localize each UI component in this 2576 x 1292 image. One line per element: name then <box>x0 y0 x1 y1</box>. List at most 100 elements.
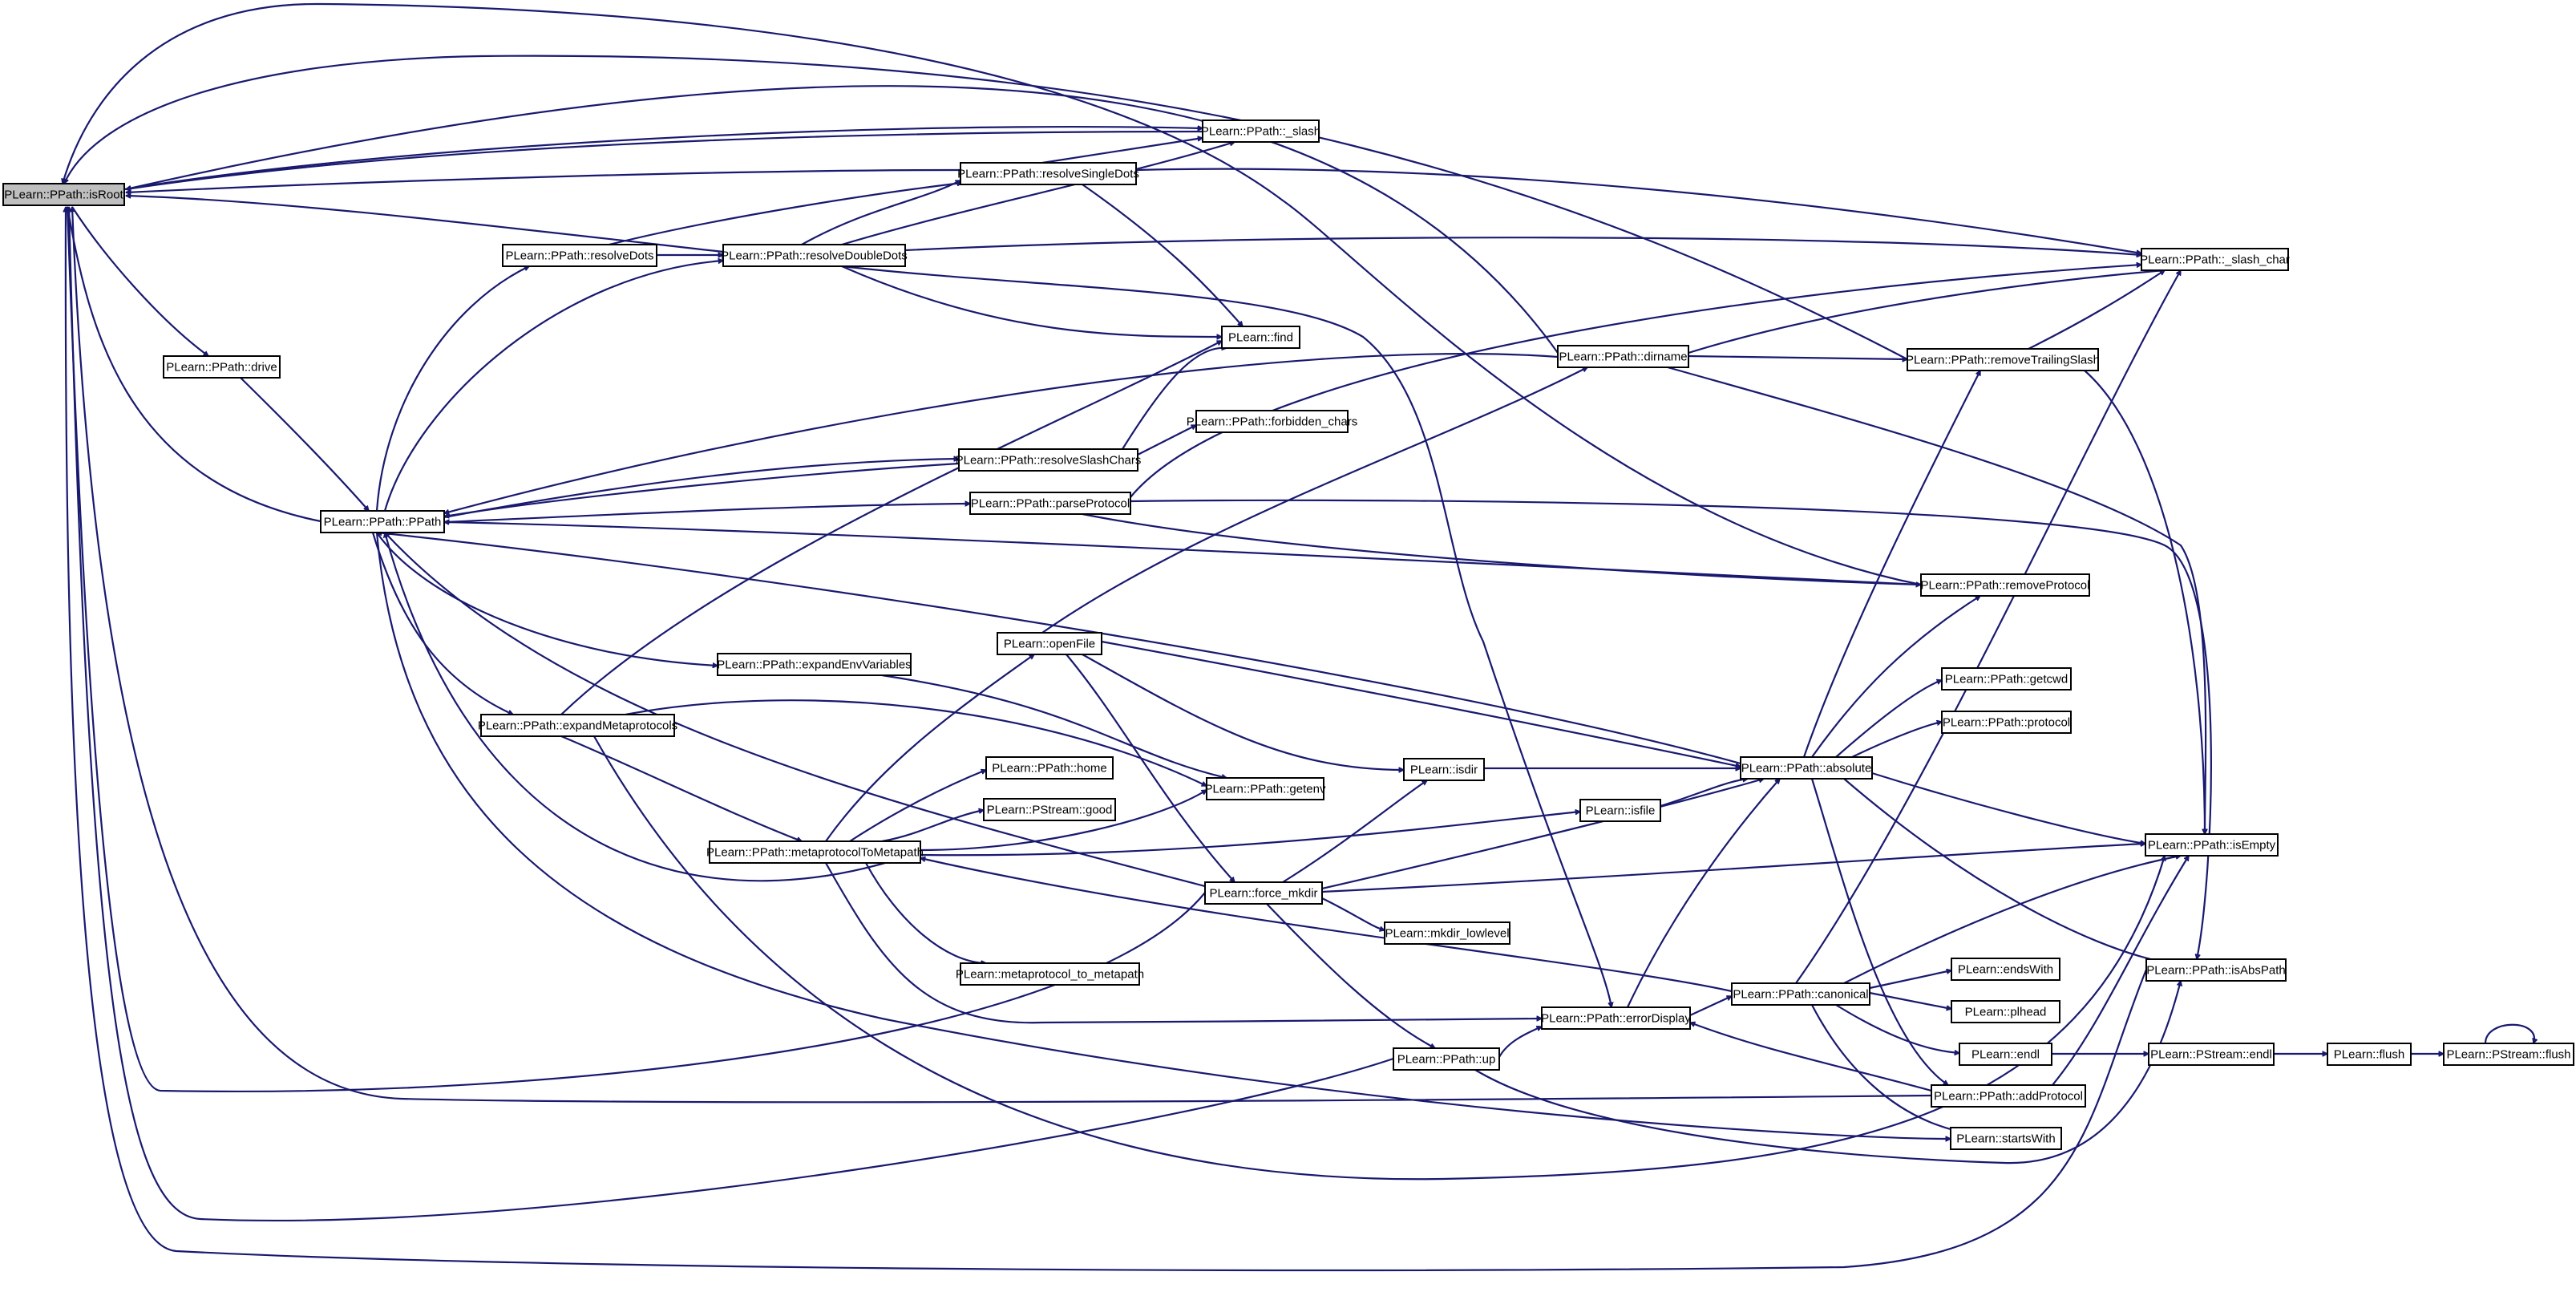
call-edge <box>66 207 2148 1272</box>
node-metaprotocol-to-metapath[interactable]: PLearn::metaprotocol_to_metapath <box>956 962 1144 986</box>
node-isfile[interactable]: PLearn::isfile <box>1579 799 1661 822</box>
node-isabspath[interactable]: PLearn::PPath::isAbsPath <box>2145 958 2287 982</box>
node-label: PLearn::PPath::removeTrailingSlash <box>1906 353 2100 367</box>
call-edge <box>63 55 1908 360</box>
node-label: PLearn::PStream::good <box>987 803 1113 816</box>
node-label: PLearn::PPath::dirname <box>1559 350 1687 363</box>
call-edge <box>72 207 1932 1104</box>
node-box <box>722 244 906 267</box>
node-addprotocol[interactable]: PLearn::PPath::addProtocol <box>1931 1084 2086 1108</box>
node-canonical[interactable]: PLearn::PPath::canonical <box>1731 982 1870 1006</box>
node-expandenvvariables[interactable]: PLearn::PPath::expandEnvVariables <box>717 653 912 676</box>
call-edge <box>1135 168 2141 253</box>
call-edge <box>2028 269 2165 350</box>
node-endswith[interactable]: PLearn::endsWith <box>1951 958 2060 981</box>
node-slash[interactable]: PLearn::PPath::_slash <box>1201 119 1320 143</box>
node-isroot[interactable]: PLearn::PPath::isRoot <box>2 183 125 206</box>
node-mkdir-lowlevel[interactable]: PLearn::mkdir_lowlevel <box>1384 921 1510 945</box>
call-edge <box>825 654 1034 842</box>
node-removeprotocol[interactable]: PLearn::PPath::removeProtocol <box>1920 573 2090 597</box>
node-resolvedoubledots[interactable]: PLearn::PPath::resolveDoubleDots <box>721 244 908 267</box>
node-box <box>1206 777 1324 800</box>
call-edge <box>126 85 1559 354</box>
call-edge <box>376 532 718 666</box>
call-edge <box>1843 856 2181 984</box>
call-edge <box>1851 722 1942 758</box>
node-label: PLearn::metaprotocol_to_metapath <box>956 967 1144 981</box>
node-resolveslashchars[interactable]: PLearn::PPath::resolveSlashChars <box>956 448 1142 472</box>
node-isempty[interactable]: PLearn::PPath::isEmpty <box>2145 833 2279 857</box>
node-absolute[interactable]: PLearn::PPath::absolute <box>1740 756 1873 780</box>
node-openfile[interactable]: PLearn::openFile <box>997 632 1102 655</box>
node-protocol[interactable]: PLearn::PPath::protocol <box>1941 711 2072 734</box>
call-edge <box>1660 779 1748 808</box>
node-isdir[interactable]: PLearn::isdir <box>1403 758 1485 781</box>
call-edge <box>375 265 529 512</box>
node-box <box>717 653 912 676</box>
call-edge <box>841 265 1222 337</box>
call-edge <box>126 130 1203 189</box>
node-parseprotocol[interactable]: PLearn::PPath::parseProtocol <box>969 492 1131 515</box>
call-edge <box>1041 138 1203 164</box>
node-dirname[interactable]: PLearn::PPath::dirname <box>1557 345 1689 368</box>
node-getcwd[interactable]: PLearn::PPath::getcwd <box>1941 667 2072 691</box>
node-label: PLearn::PPath::addProtocol <box>1934 1089 2083 1103</box>
call-edge <box>881 674 1227 778</box>
node-label: PLearn::PPath::protocol <box>1943 715 2070 729</box>
node-pstream-endl[interactable]: PLearn::PStream::endl <box>2148 1043 2275 1066</box>
node-box <box>1221 326 1300 349</box>
node-box <box>983 798 1116 821</box>
node-up[interactable]: PLearn::PPath::up <box>1393 1047 1500 1071</box>
call-edge <box>1321 897 1385 930</box>
node-label: PLearn::PPath::isEmpty <box>2148 838 2276 852</box>
node-label: PLearn::isfile <box>1586 804 1656 817</box>
node-expandmetaprotocols[interactable]: PLearn::PPath::expandMetaprotocols <box>478 714 677 737</box>
node-endl[interactable]: PLearn::endl <box>1959 1043 2052 1066</box>
node-box <box>960 962 1140 986</box>
call-edge <box>920 812 1580 857</box>
node-box <box>2327 1043 2412 1066</box>
node-resolvesingledots[interactable]: PLearn::PPath::resolveSingleDots <box>957 162 1139 185</box>
node-slash-char[interactable]: PLearn::PPath::_slash_char <box>2140 248 2290 271</box>
node-label: PLearn::PPath::forbidden_chars <box>1187 415 1357 428</box>
call-edge <box>240 377 369 511</box>
node-plhead[interactable]: PLearn::plhead <box>1951 1000 2060 1023</box>
node-good[interactable]: PLearn::PStream::good <box>983 798 1116 821</box>
call-edge <box>1811 1004 1956 1131</box>
node-ppath[interactable]: PLearn::PPath::PPath <box>320 510 445 533</box>
node-box <box>1579 799 1661 822</box>
call-edge <box>841 265 1612 1007</box>
node-label: PLearn::PPath::_slash <box>1201 124 1320 138</box>
node-box <box>1403 758 1485 781</box>
call-edge <box>385 533 1206 888</box>
node-box <box>1384 921 1510 945</box>
call-edge <box>1130 265 2141 498</box>
node-resolvedots[interactable]: PLearn::PPath::resolveDots <box>502 244 657 267</box>
node-metaprotocoltometapath[interactable]: PLearn::PPath::metaprotocolToMetapath <box>706 840 924 864</box>
node-label: PLearn::flush <box>2334 1047 2404 1061</box>
node-home[interactable]: PLearn::PPath::home <box>985 756 1114 780</box>
node-label: PLearn::plhead <box>1965 1005 2047 1019</box>
call-edge <box>67 207 321 523</box>
node-errordisplay[interactable]: PLearn::PPath::errorDisplay <box>1541 1006 1691 1030</box>
node-find[interactable]: PLearn::find <box>1221 326 1300 349</box>
node-removetrailingslash[interactable]: PLearn::PPath::removeTrailingSlash <box>1906 348 2100 371</box>
node-label: PLearn::endl <box>1971 1047 2040 1061</box>
node-label: PLearn::PPath::up <box>1397 1052 1496 1066</box>
node-pstream-flush[interactable]: PLearn::PStream::flush <box>2443 1043 2574 1066</box>
node-box <box>1541 1006 1691 1030</box>
node-label: PLearn::endsWith <box>1958 962 2053 976</box>
node-startswith[interactable]: PLearn::startsWith <box>1950 1127 2062 1150</box>
node-box <box>2141 248 2289 271</box>
node-label: PLearn::PPath::_slash_char <box>2140 253 2290 266</box>
node-drive[interactable]: PLearn::PPath::drive <box>163 355 281 379</box>
node-force-mkdir[interactable]: PLearn::force_mkdir <box>1204 881 1323 905</box>
call-edge <box>1688 354 1907 359</box>
node-getenv[interactable]: PLearn::PPath::getenv <box>1205 777 1326 800</box>
node-box <box>1557 345 1689 368</box>
node-flush[interactable]: PLearn::flush <box>2327 1043 2412 1066</box>
node-box <box>1951 1000 2060 1023</box>
node-forbidden-chars[interactable]: PLearn::PPath::forbidden_chars <box>1187 410 1357 433</box>
call-edge <box>1627 779 1780 1008</box>
call-edge <box>1690 1023 1932 1092</box>
